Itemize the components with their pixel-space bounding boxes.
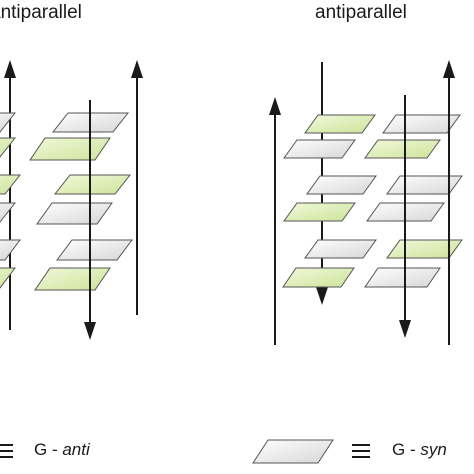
right-tier3-g-syn <box>282 267 355 288</box>
right-tier1-g-syn <box>364 139 441 159</box>
right-arrowhead-down-b <box>399 320 411 338</box>
right-tier2-g-anti <box>306 175 377 195</box>
left-structure-title: antiparallel <box>0 2 82 23</box>
right-tier1-g-syn <box>304 114 376 134</box>
right-tier2-g-syn <box>283 202 356 222</box>
left-tier1-g-syn <box>29 137 111 161</box>
left-tier3-g-anti <box>56 239 133 261</box>
right-tier3-g-anti <box>364 267 441 288</box>
left-arrowhead-up-a <box>4 60 16 78</box>
left-tier1-g-anti <box>0 112 17 133</box>
left-arrowhead-down-a <box>84 322 96 340</box>
right-front-strands <box>399 60 455 345</box>
left-tier3-g-syn <box>34 267 111 291</box>
right-structure <box>269 60 463 345</box>
left-tier2-g-anti <box>0 202 17 223</box>
right-tier1-g-anti <box>382 114 461 134</box>
left-arrowhead-up-b <box>131 60 143 78</box>
legend-syn-prefix: G - <box>392 440 421 459</box>
right-arrowhead-up-a <box>269 97 281 115</box>
left-tier2-g-syn <box>53 174 132 195</box>
left-tier2-g-syn <box>0 174 22 195</box>
right-arrowhead-up-b <box>443 60 455 78</box>
right-structure-title: antiparallel <box>315 2 407 23</box>
legend-syn-swatch <box>252 439 334 464</box>
legend-anti-prefix: G - <box>34 440 63 459</box>
right-tier1-g-anti <box>283 139 356 159</box>
legend <box>0 439 370 464</box>
right-arrowhead-down-a <box>316 287 328 305</box>
left-tier2-g-anti <box>36 202 113 225</box>
legend-syn-equiv-icon <box>352 444 370 458</box>
right-tier3-g-anti <box>304 239 377 259</box>
legend-syn-term: syn <box>420 440 447 459</box>
legend-anti-label: G - anti <box>34 440 90 460</box>
legend-anti-equiv-icon <box>0 444 13 458</box>
legend-anti-term: anti <box>62 440 90 459</box>
right-tier2-g-anti <box>386 175 463 195</box>
left-tier1-g-syn <box>0 137 17 158</box>
legend-syn-label: G - syn <box>392 440 447 460</box>
left-structure <box>0 60 143 340</box>
left-tier3-g-syn <box>0 267 16 289</box>
left-tier3-g-anti <box>0 239 21 261</box>
left-front-strands <box>84 100 96 340</box>
right-tier3-g-syn <box>386 239 463 259</box>
